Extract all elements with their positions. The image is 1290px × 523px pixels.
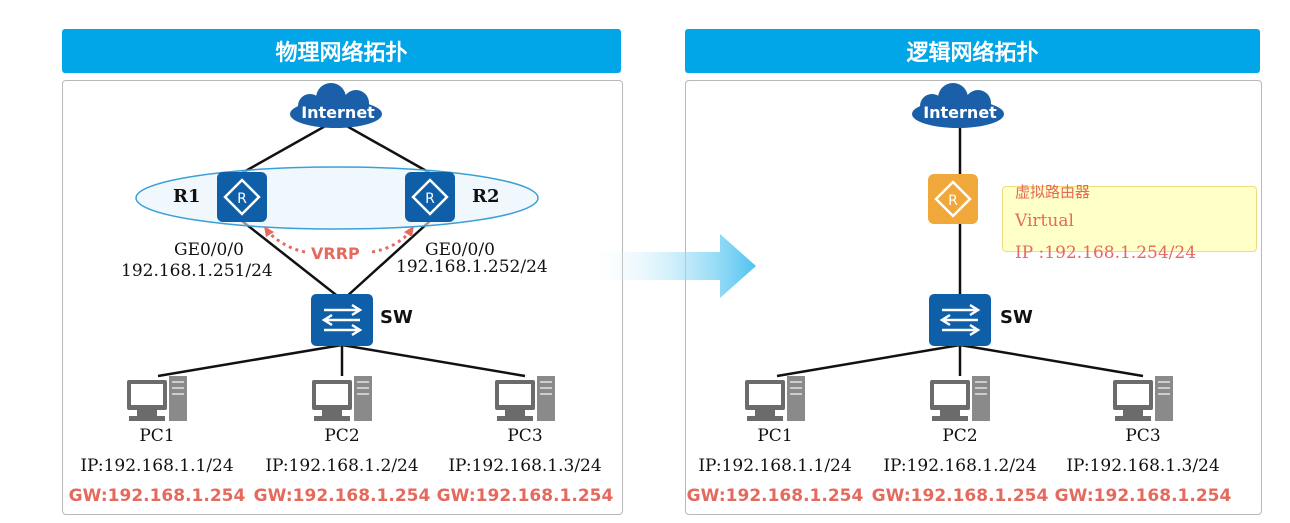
r2-interface-label: GE0/0/0 [425, 240, 495, 260]
pc2-label: PC2 [942, 426, 978, 446]
sw-switch-icon [309, 292, 375, 348]
r1-label: R1 [173, 186, 201, 207]
physical-links [157, 118, 526, 378]
virtual-router-icon: R [928, 174, 978, 224]
pc1-ip: IP:192.168.1.1/24 [80, 456, 234, 476]
pc3-ip: IP:192.168.1.3/24 [448, 456, 602, 476]
pc1-icon [744, 375, 806, 422]
pc2-gateway: GW:192.168.1.254 [253, 486, 431, 506]
pc2-icon [929, 375, 991, 422]
internet-label: Internet [923, 103, 997, 122]
pc1-label: PC1 [757, 426, 793, 446]
logical-links [776, 125, 1144, 378]
pc1-gateway: GW:192.168.1.254 [68, 486, 246, 506]
r2-ip-label: 192.168.1.252/24 [396, 257, 548, 277]
virtual-router-ip: IP :192.168.1.254/24 [1015, 243, 1197, 263]
virtual-router-note: 虚拟路由器 Virtual IP :192.168.1.254/24 [1002, 183, 1257, 263]
r1-interface-label: GE0/0/0 [174, 240, 244, 260]
vrrp-arrows [266, 230, 412, 254]
pc3-icon [1112, 375, 1174, 422]
r1-ip-label: 192.168.1.251/24 [121, 261, 273, 281]
sw-switch-icon [927, 292, 993, 348]
logical-topology-title: 逻辑网络拓扑 [685, 29, 1260, 73]
pc3-icon [494, 375, 556, 422]
pc1-ip: IP:192.168.1.1/24 [698, 456, 852, 476]
sw-label: SW [1000, 307, 1033, 328]
sw-label: SW [380, 307, 413, 328]
pc3-label: PC3 [507, 426, 543, 446]
pc2-ip: IP:192.168.1.2/24 [265, 456, 419, 476]
virtual-router-title: 虚拟路由器 [1015, 183, 1091, 201]
pc2-ip: IP:192.168.1.2/24 [883, 456, 1037, 476]
r2-label: R2 [472, 186, 500, 207]
virtual-router-label: Virtual [1015, 211, 1074, 231]
transform-arrow-icon [583, 234, 756, 298]
pc2-icon [311, 375, 373, 422]
pc3-gateway: GW:192.168.1.254 [1054, 486, 1232, 506]
pc1-label: PC1 [139, 426, 175, 446]
pc1-gateway: GW:192.168.1.254 [686, 486, 864, 506]
pc3-label: PC3 [1125, 426, 1161, 446]
vrrp-label: VRRP [311, 244, 360, 263]
svg-text:R: R [948, 193, 958, 209]
r2-router-icon [403, 170, 457, 224]
r1-router-icon [215, 170, 269, 224]
pc1-icon [126, 375, 188, 422]
pc3-ip: IP:192.168.1.3/24 [1066, 456, 1220, 476]
pc2-gateway: GW:192.168.1.254 [871, 486, 1049, 506]
internet-label: Internet [301, 103, 375, 122]
pc2-label: PC2 [324, 426, 360, 446]
pc3-gateway: GW:192.168.1.254 [436, 486, 614, 506]
physical-topology-title: 物理网络拓扑 [62, 29, 621, 73]
